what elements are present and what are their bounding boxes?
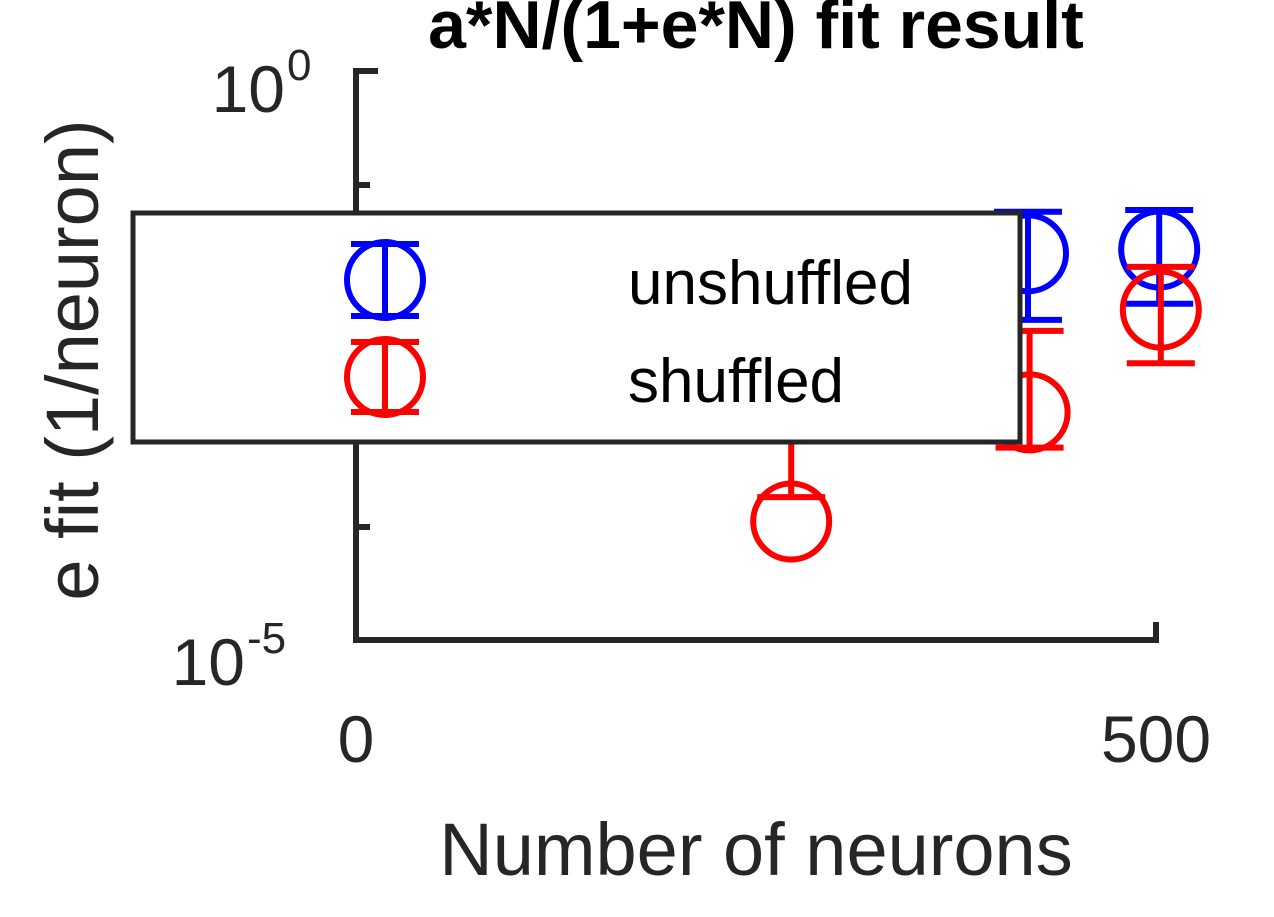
shuffled-marker: [750, 480, 833, 563]
x-tick-label-right: 500: [1101, 702, 1211, 776]
legend-unshuffled-point: [344, 239, 426, 321]
legend-label-unshuffled: unshuffled: [628, 249, 913, 318]
y-axis-label: e fit (1/neuron): [31, 119, 114, 600]
chart-title: a*N/(1+e*N) fit result: [428, 0, 1084, 63]
y-tick-label-bottom-exp: -5: [247, 614, 286, 663]
shuffled-point: [1119, 263, 1202, 367]
y-tick-label-bottom: 10: [172, 625, 245, 699]
shuffled-marker: [1119, 268, 1202, 351]
legend-label-shuffled: shuffled: [628, 347, 844, 416]
legend-markers: [344, 239, 426, 418]
legend-shuffled-point: [344, 336, 426, 418]
legend-unshuffled-marker: [344, 239, 426, 321]
y-tick-label-top: 10: [212, 52, 285, 126]
x-axis-label: Number of neurons: [439, 808, 1072, 891]
legend-shuffled-marker: [344, 336, 426, 418]
legend: unshuffled shuffled: [130, 210, 1023, 445]
x-tick-label-left: 0: [338, 702, 375, 776]
legend-box: [130, 210, 1023, 445]
y-tick-label-top-exp: 0: [287, 41, 311, 90]
